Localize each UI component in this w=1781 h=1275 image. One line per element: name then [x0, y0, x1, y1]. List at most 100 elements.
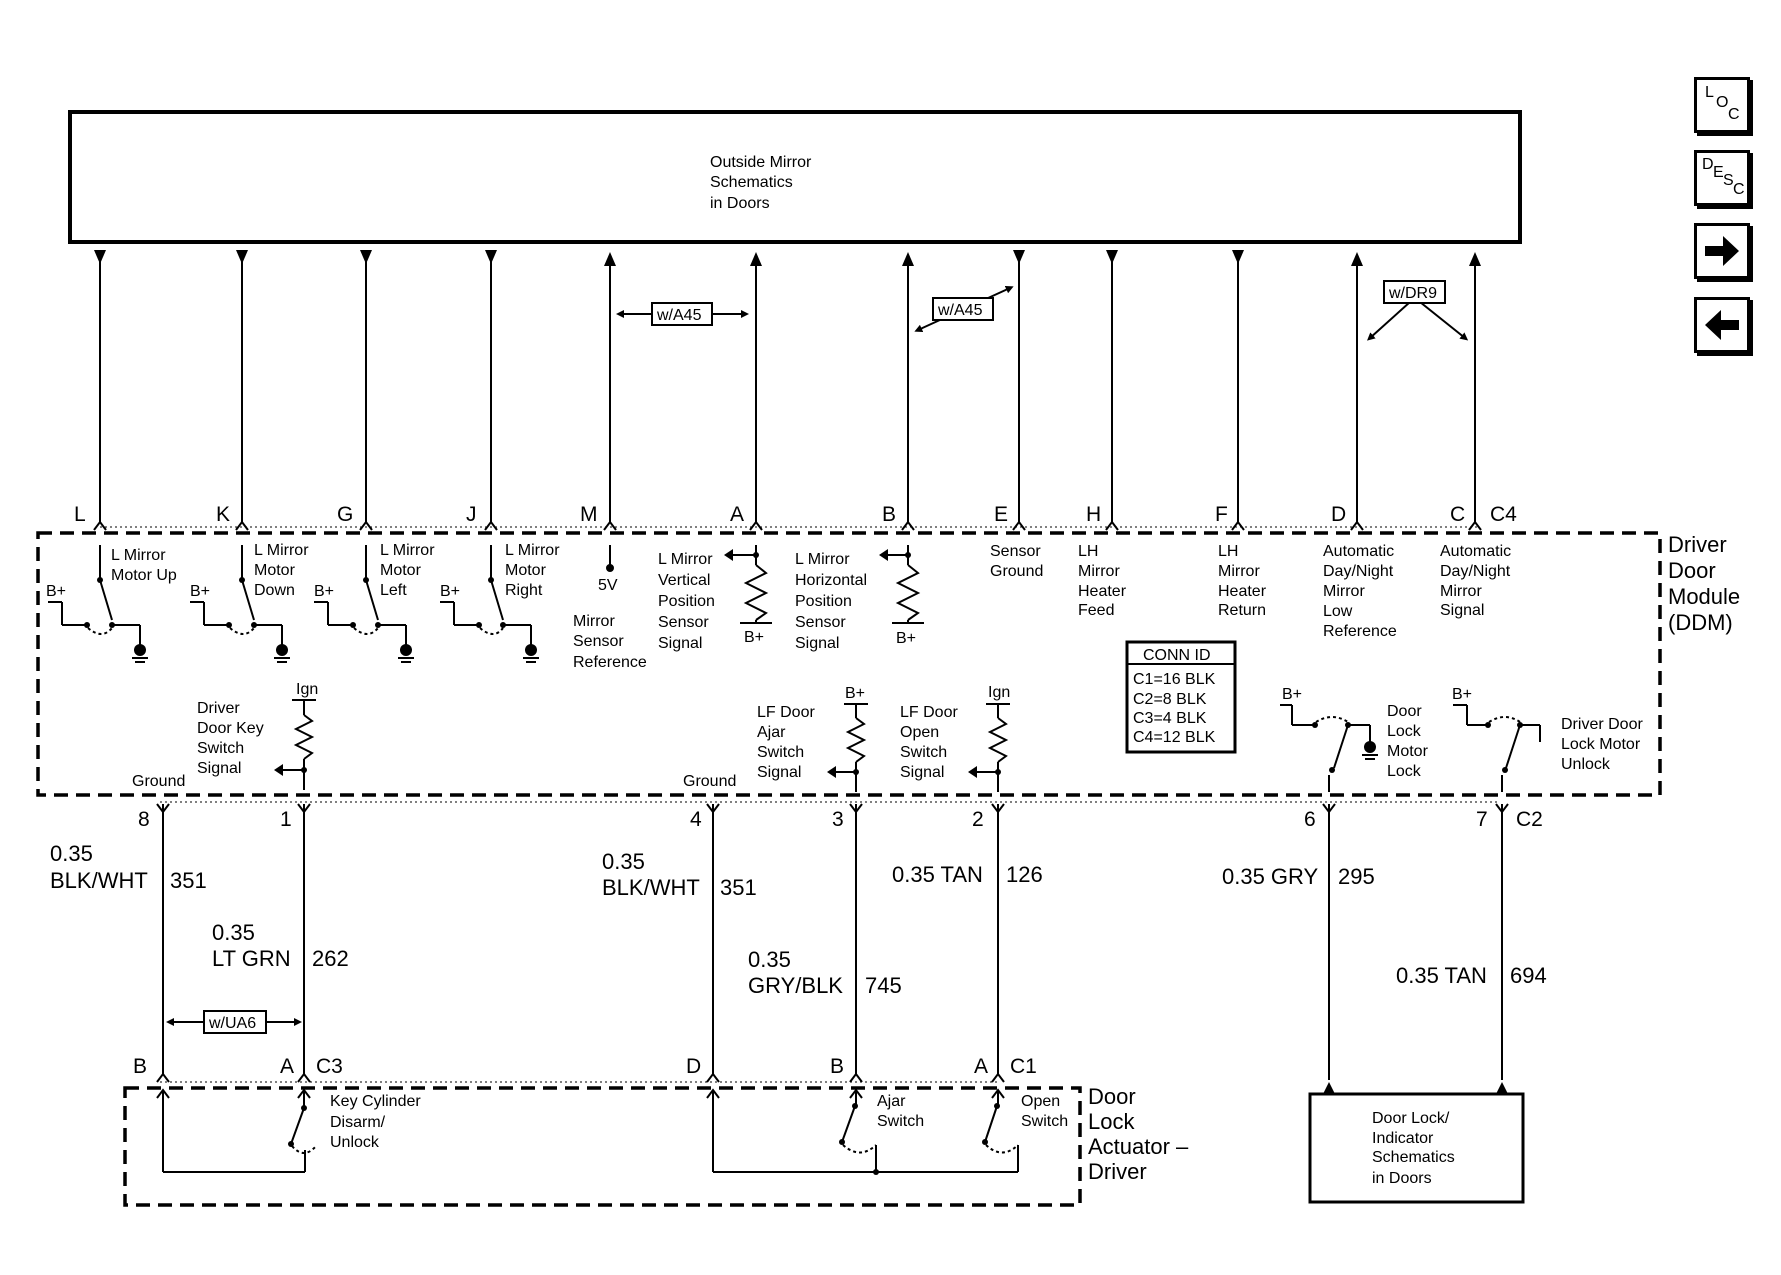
label-sensor-reference: Mirror Sensor Reference — [573, 613, 647, 671]
wire-4-color: BLK/WHT — [602, 875, 700, 900]
lower-wires — [162, 804, 1503, 1080]
wire-1-color: LT GRN — [212, 946, 291, 971]
pin-A: A — [730, 503, 744, 526]
pin-2: 2 — [972, 808, 984, 831]
ign-label: Ign — [988, 684, 1010, 701]
option-tag-a45-right: w/A45 — [914, 286, 1014, 332]
svg-text:w/DR9: w/DR9 — [1388, 285, 1437, 302]
svg-text:w/A45: w/A45 — [656, 307, 702, 324]
unlock-motor-switch — [1453, 704, 1541, 792]
loc-letter-o: O — [1716, 94, 1729, 111]
door-lock-indicator-label: Door Lock/ Indicator Schematics in Doors — [1372, 1110, 1459, 1187]
wire-4-circuit: 351 — [720, 875, 757, 900]
pin-L: L — [74, 503, 86, 526]
wire-2-circuit: 126 — [1006, 862, 1043, 887]
pin-B: B — [882, 503, 896, 526]
wire-3-gauge: 0.35 — [748, 947, 791, 972]
wire-1-gauge: 0.35 — [212, 920, 255, 945]
wire-8-gauge: 0.35 — [50, 841, 93, 866]
wire-3-color: GRY/BLK — [748, 973, 843, 998]
bplus-label: B+ — [440, 583, 460, 600]
pin-M: M — [580, 503, 598, 526]
label-lock-motor-unlock: Driver Door Lock Motor Unlock — [1561, 716, 1647, 773]
pin-c3-B: B — [133, 1055, 147, 1078]
pin-1: 1 — [280, 808, 292, 831]
svg-text:w/A45: w/A45 — [937, 302, 983, 319]
label-vertical-sensor: L Mirror Vertical Position Sensor Signal — [658, 551, 719, 652]
label-open: Open Switch — [1021, 1093, 1068, 1130]
svg-text:w/UA6: w/UA6 — [208, 1015, 256, 1032]
bplus-label: B+ — [744, 629, 764, 646]
label-ground-mid: Ground — [683, 773, 736, 790]
label-mirror-left: L Mirror Motor Left — [380, 542, 439, 599]
back-button[interactable] — [1694, 297, 1750, 353]
wire-8-circuit: 351 — [170, 868, 207, 893]
wire-4-gauge: 0.35 — [602, 849, 645, 874]
label-mirror-up: L Mirror Motor Up — [111, 547, 177, 584]
arrow-right-icon — [1705, 236, 1739, 266]
loc-letter-c: C — [1728, 106, 1740, 123]
arrow-left-icon — [879, 549, 888, 561]
label-key-cylinder: Key Cylinder Disarm/ Unlock — [330, 1093, 425, 1151]
actuator-title: Door Lock Actuator – Driver — [1088, 1084, 1194, 1184]
sensor-reference-5v — [606, 545, 614, 572]
door-lock-indicator-box — [1308, 1092, 1525, 1204]
wire-1-circuit: 262 — [312, 946, 349, 971]
wire-8-color: BLK/WHT — [50, 868, 148, 893]
mirror-motor-switches — [48, 545, 532, 645]
ign-label: Ign — [296, 681, 318, 698]
pin-F: F — [1215, 503, 1228, 526]
pin-E: E — [994, 503, 1008, 526]
ground-icon — [1362, 741, 1378, 760]
desc-button[interactable]: D E S C — [1694, 150, 1750, 206]
connector-C1: C1 — [1010, 1055, 1037, 1078]
pin-6: 6 — [1304, 808, 1316, 831]
option-tag-dr9: w/DR9 — [1367, 280, 1469, 341]
connector-C4: C4 — [1490, 503, 1517, 526]
pin-G: G — [337, 503, 353, 526]
actuator-box — [123, 1086, 1082, 1207]
forward-button[interactable] — [1694, 223, 1750, 279]
vertical-sensor-resistor — [733, 545, 772, 624]
ddm-top-pin-chevrons — [93, 520, 1482, 531]
svg-text:CONN ID: CONN ID — [1143, 647, 1211, 664]
pin-c3-A: A — [280, 1055, 294, 1078]
wire-7-spec: 0.35 TAN — [1396, 963, 1487, 988]
bplus-label: B+ — [896, 630, 916, 647]
label-ajar-switch: LF Door Ajar Switch Signal — [757, 704, 819, 781]
outside-mirror-box — [68, 110, 1522, 244]
pin-8: 8 — [138, 808, 150, 831]
ground-icon — [132, 644, 539, 663]
option-tag-ua6: w/UA6 — [166, 1010, 302, 1034]
outside-mirror-label: Outside Mirror Schematics in Doors — [710, 154, 816, 212]
wire-2-spec: 0.35 TAN — [892, 862, 983, 887]
svg-text:C4=12 BLK: C4=12 BLK — [1133, 729, 1216, 746]
label-auto-low-ref: Automatic Day/Night Mirror Low Reference — [1323, 543, 1399, 640]
pin-C: C — [1450, 503, 1465, 526]
pin-c1-A: A — [974, 1055, 988, 1078]
label-heater-return: LH Mirror Heater Return — [1218, 543, 1270, 619]
label-key-switch: Driver Door Key Switch Signal — [197, 700, 268, 777]
pin-J: J — [466, 503, 477, 526]
bplus-label: B+ — [190, 583, 210, 600]
bplus-label: B+ — [46, 583, 66, 600]
pin-K: K — [216, 503, 230, 526]
label-mirror-right: L Mirror Motor Right — [505, 542, 564, 599]
key-switch-pullup — [283, 699, 316, 790]
bplus-label: B+ — [1452, 686, 1472, 703]
label-open-switch: LF Door Open Switch Signal — [900, 704, 962, 781]
top-wires — [94, 250, 1481, 522]
option-tag-a45-left: w/A45 — [616, 302, 749, 326]
wire-7-circuit: 694 — [1510, 963, 1547, 988]
ddm-bottom-pin-chevrons — [156, 803, 1509, 1083]
desc-letter-c: C — [1733, 181, 1745, 198]
arrow-left-icon — [1705, 310, 1739, 340]
label-sensor-ground: Sensor Ground — [990, 543, 1045, 580]
wire-6-circuit: 295 — [1338, 864, 1375, 889]
label-lock-motor-lock: Door Lock Motor Lock — [1387, 703, 1432, 780]
open-switch-pullup — [977, 703, 1010, 792]
loc-button[interactable]: L O C — [1694, 77, 1750, 133]
pin-c1-D: D — [686, 1055, 701, 1078]
connector-C3: C3 — [316, 1055, 343, 1078]
